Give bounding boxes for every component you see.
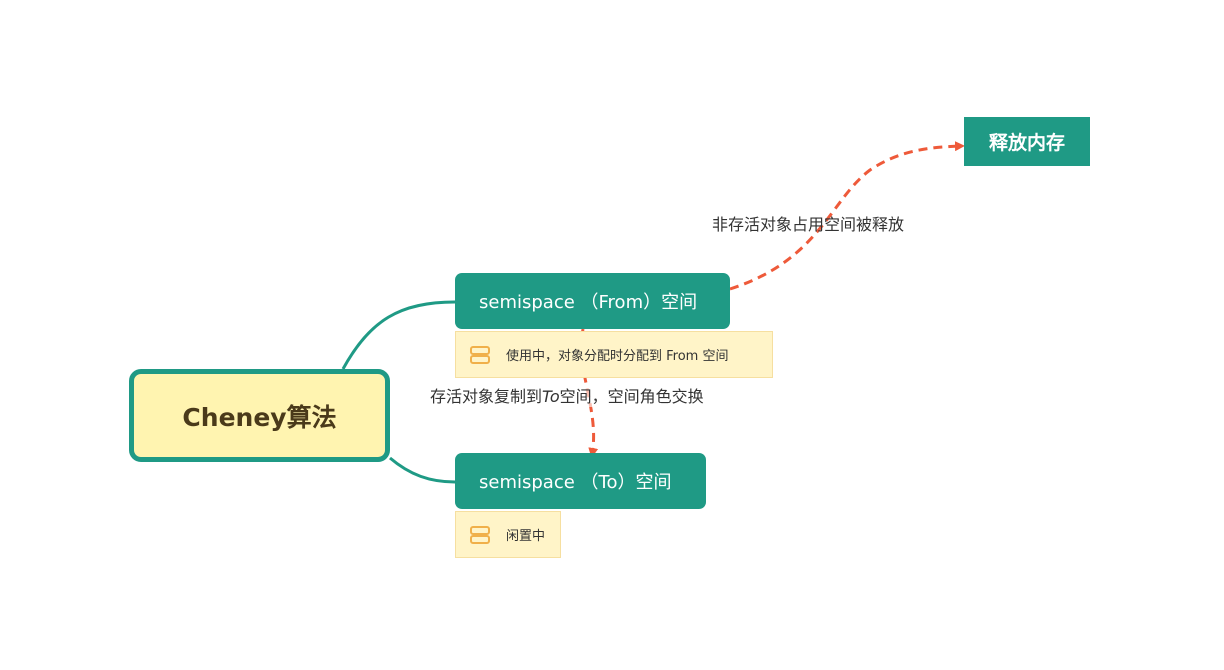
to-space-note: 闲置中 [455, 511, 561, 558]
release-memory-node[interactable]: 释放内存 [964, 117, 1090, 166]
release-edge-label: 非存活对象占用空间被释放 [712, 215, 905, 234]
arrow-release [729, 141, 965, 291]
branch-line-to [389, 456, 456, 484]
note-icon [470, 525, 490, 544]
from-space-label: semispace （From）空间 [479, 292, 698, 313]
from-space-note: 使用中，对象分配时分配到 From 空间 [455, 331, 773, 378]
from-space-node[interactable]: semispace （From）空间 [455, 273, 730, 329]
release-memory-label: 释放内存 [988, 132, 1065, 154]
copy-edge-label-suffix: 空间，空间角色交换 [559, 387, 704, 406]
to-space-node[interactable]: semispace （To）空间 [455, 453, 706, 509]
copy-edge-label: 存活对象复制到To空间，空间角色交换 [430, 383, 704, 407]
root-node[interactable]: Cheney算法 [129, 369, 390, 462]
copy-edge-label-prefix: 存活对象复制到 [430, 387, 543, 406]
note-icon [470, 345, 490, 364]
branch-line-from [341, 300, 456, 370]
root-node-label: Cheney算法 [182, 402, 337, 432]
from-space-note-text: 使用中，对象分配时分配到 From 空间 [506, 349, 729, 364]
copy-edge-label-italic: To [542, 387, 560, 406]
to-space-note-text: 闲置中 [506, 529, 546, 544]
to-space-label: semispace （To）空间 [479, 472, 672, 493]
